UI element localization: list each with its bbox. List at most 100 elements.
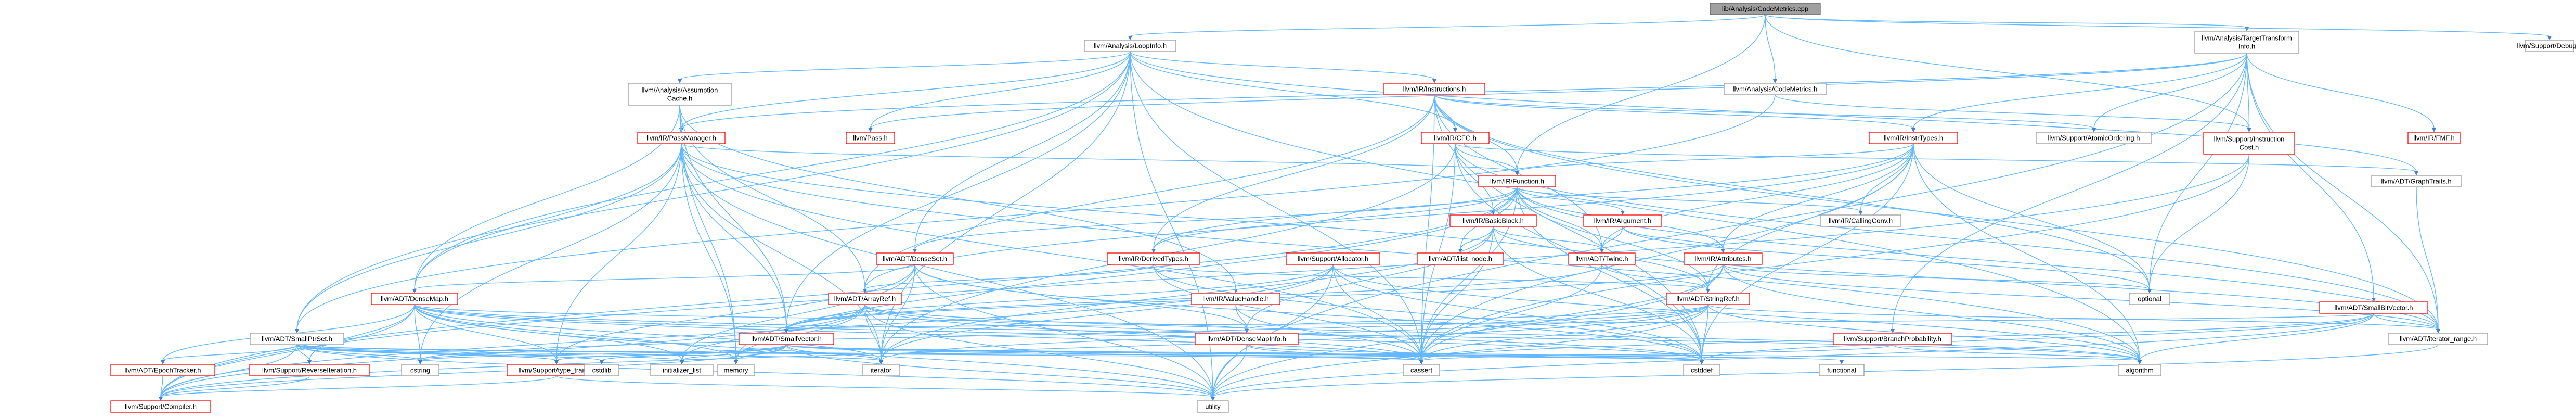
node-twine[interactable]: llvm/ADT/Twine.h xyxy=(1568,252,1636,265)
node-iterator[interactable]: iterator xyxy=(862,364,900,376)
node-root[interactable]: lib/Analysis/CodeMetrics.cpp xyxy=(1710,3,1821,15)
edge-graphtraits-to-iteratorrange xyxy=(2416,186,2439,330)
node-pass[interactable]: llvm/Pass.h xyxy=(846,132,895,144)
node-callingconv[interactable]: llvm/IR/CallingConv.h xyxy=(1820,214,1901,227)
node-label: llvm/Support/Debug.h xyxy=(2517,42,2576,50)
node-cstddef[interactable]: cstddef xyxy=(1683,364,1720,376)
node-cassert[interactable]: cassert xyxy=(1403,364,1440,376)
node-smallbitvector[interactable]: llvm/ADT/SmallBitVector.h xyxy=(2319,301,2428,314)
edge-twine-to-cassert xyxy=(1421,264,1602,361)
node-functional[interactable]: functional xyxy=(1819,364,1865,376)
node-box xyxy=(1583,214,1662,227)
edge-densemap-to-compiler xyxy=(160,304,415,398)
node-argument[interactable]: llvm/IR/Argument.h xyxy=(1583,214,1662,227)
edge-allocator-to-iterator xyxy=(881,264,1334,361)
node-label: llvm/Support/type_traits.h xyxy=(519,366,595,374)
node-label: llvm/ADT/iterator_range.h xyxy=(2400,335,2477,343)
edge-argument-to-optional xyxy=(1622,226,2150,290)
node-box xyxy=(249,364,370,376)
node-densemap[interactable]: llvm/ADT/DenseMap.h xyxy=(371,293,458,305)
edge-smallbitvector-to-iteratorrange xyxy=(2373,313,2439,330)
node-allocator[interactable]: llvm/Support/Allocator.h xyxy=(1286,252,1380,265)
node-optional[interactable]: optional xyxy=(2129,293,2170,305)
node-instructions[interactable]: llvm/IR/Instructions.h xyxy=(1383,83,1485,95)
arrowhead xyxy=(879,360,883,364)
node-ilistnode[interactable]: llvm/ADT/ilist_node.h xyxy=(1417,252,1504,265)
edge-tti-to-atomicordering xyxy=(2093,53,2247,129)
edge-stringref-to-iteratorrange xyxy=(1707,304,2439,330)
node-box xyxy=(2203,132,2295,155)
node-label: llvm/IR/Argument.h xyxy=(1594,217,1652,225)
edge-smallvector-to-cassert xyxy=(786,344,1422,361)
node-algorithm[interactable]: algorithm xyxy=(2118,364,2161,376)
node-densemapinfo[interactable]: llvm/ADT/DenseMapInfo.h xyxy=(1195,333,1299,345)
node-graphtraits[interactable]: llvm/ADT/GraphTraits.h xyxy=(2371,175,2462,187)
arrowhead xyxy=(161,360,165,364)
edge-deriveddtypes-to-arrayref xyxy=(864,264,1154,290)
node-insttypes[interactable]: llvm/IR/InstrTypes.h xyxy=(1869,132,1958,144)
node-cfg[interactable]: llvm/IR/CFG.h xyxy=(1421,132,1490,144)
node-utility[interactable]: utility xyxy=(1197,400,1229,413)
node-box xyxy=(2525,40,2574,52)
node-cstring[interactable]: cstring xyxy=(401,364,439,376)
arrowhead xyxy=(2092,128,2096,132)
node-typetraits[interactable]: llvm/Support/type_traits.h xyxy=(507,364,606,376)
node-passmanager[interactable]: llvm/IR/PassManager.h xyxy=(637,132,726,144)
node-box xyxy=(1195,333,1299,345)
edge-insttypes-to-algorithm xyxy=(1913,143,2140,361)
node-cstdlib[interactable]: cstdlib xyxy=(584,364,619,376)
arrowhead xyxy=(295,329,299,333)
edge-arrayref-to-algorithm xyxy=(864,304,2140,361)
edge-twine-to-stringref xyxy=(1601,264,1708,290)
node-fmf[interactable]: llvm/IR/FMF.h xyxy=(2407,132,2461,144)
node-codemetrics[interactable]: llvm/Analysis/CodeMetrics.h xyxy=(1724,83,1827,95)
node-branchprob[interactable]: llvm/Support/BranchProbability.h xyxy=(1833,333,1952,345)
edge-typetraits-to-compiler xyxy=(160,375,557,398)
arrowhead xyxy=(678,79,682,83)
node-arrayref[interactable]: llvm/ADT/ArrayRef.h xyxy=(828,293,902,305)
node-box xyxy=(1683,364,1720,376)
node-function[interactable]: llvm/IR/Function.h xyxy=(1478,175,1556,187)
node-memory[interactable]: memory xyxy=(717,364,755,376)
node-attributes[interactable]: llvm/IR/Attributes.h xyxy=(1684,252,1763,265)
edge-root-to-instcost xyxy=(1765,14,2250,129)
edge-passmanager-to-smallvector xyxy=(681,143,787,330)
edge-cfg-to-function xyxy=(1455,143,1518,172)
node-atomicordering[interactable]: llvm/Support/AtomicOrdering.h xyxy=(2036,132,2152,144)
node-debug[interactable]: llvm/Support/Debug.h xyxy=(2517,40,2576,52)
node-compiler[interactable]: llvm/Support/Compiler.h xyxy=(110,400,211,413)
node-denseset[interactable]: llvm/ADT/DenseSet.h xyxy=(876,252,954,265)
edge-assumption-to-smallvector xyxy=(679,105,787,330)
arrowhead xyxy=(2372,298,2376,302)
node-smallptrset[interactable]: llvm/ADT/SmallPtrSet.h xyxy=(250,333,344,345)
node-loopinfo[interactable]: llvm/Analysis/LoopInfo.h xyxy=(1084,40,1176,52)
node-deriveddtypes[interactable]: llvm/IR/DerivedTypes.h xyxy=(1107,252,1200,265)
node-box xyxy=(846,132,895,144)
node-smallvector[interactable]: llvm/ADT/SmallVector.h xyxy=(739,333,834,345)
edge-branchprob-to-algorithm xyxy=(1892,344,2140,361)
node-label: llvm/IR/DerivedTypes.h xyxy=(1119,255,1188,263)
node-label: llvm/ADT/DenseMap.h xyxy=(381,295,448,303)
edge-smallvector-to-iterator xyxy=(786,344,882,361)
node-label: cassert xyxy=(1410,366,1432,374)
node-initlist[interactable]: initializer_list xyxy=(650,364,714,376)
edge-tti-to-pass xyxy=(870,53,2247,129)
arrowhead xyxy=(159,397,163,401)
node-box xyxy=(2371,175,2462,187)
node-valuehandle[interactable]: llvm/IR/ValueHandle.h xyxy=(1191,293,1280,305)
node-stringref[interactable]: llvm/ADT/StringRef.h xyxy=(1666,293,1750,305)
edge-passmanager-to-stringref xyxy=(681,143,1708,290)
edge-instcost-to-compiler xyxy=(160,154,2250,398)
edge-root-to-debug xyxy=(1765,14,2550,37)
edge-arrayref-to-smallvector xyxy=(786,304,865,330)
node-basicblock[interactable]: llvm/IR/BasicBlock.h xyxy=(1449,214,1537,227)
node-reverseiter[interactable]: llvm/Support/ReverseIteration.h xyxy=(249,364,370,376)
node-iteratorrange[interactable]: llvm/ADT/iterator_range.h xyxy=(2388,333,2488,345)
node-box xyxy=(2194,31,2299,54)
node-label: algorithm xyxy=(2126,366,2153,374)
edge-instructions-to-iteratorrange xyxy=(1434,94,2439,330)
node-epochtracker[interactable]: llvm/ADT/EpochTracker.h xyxy=(110,364,215,376)
